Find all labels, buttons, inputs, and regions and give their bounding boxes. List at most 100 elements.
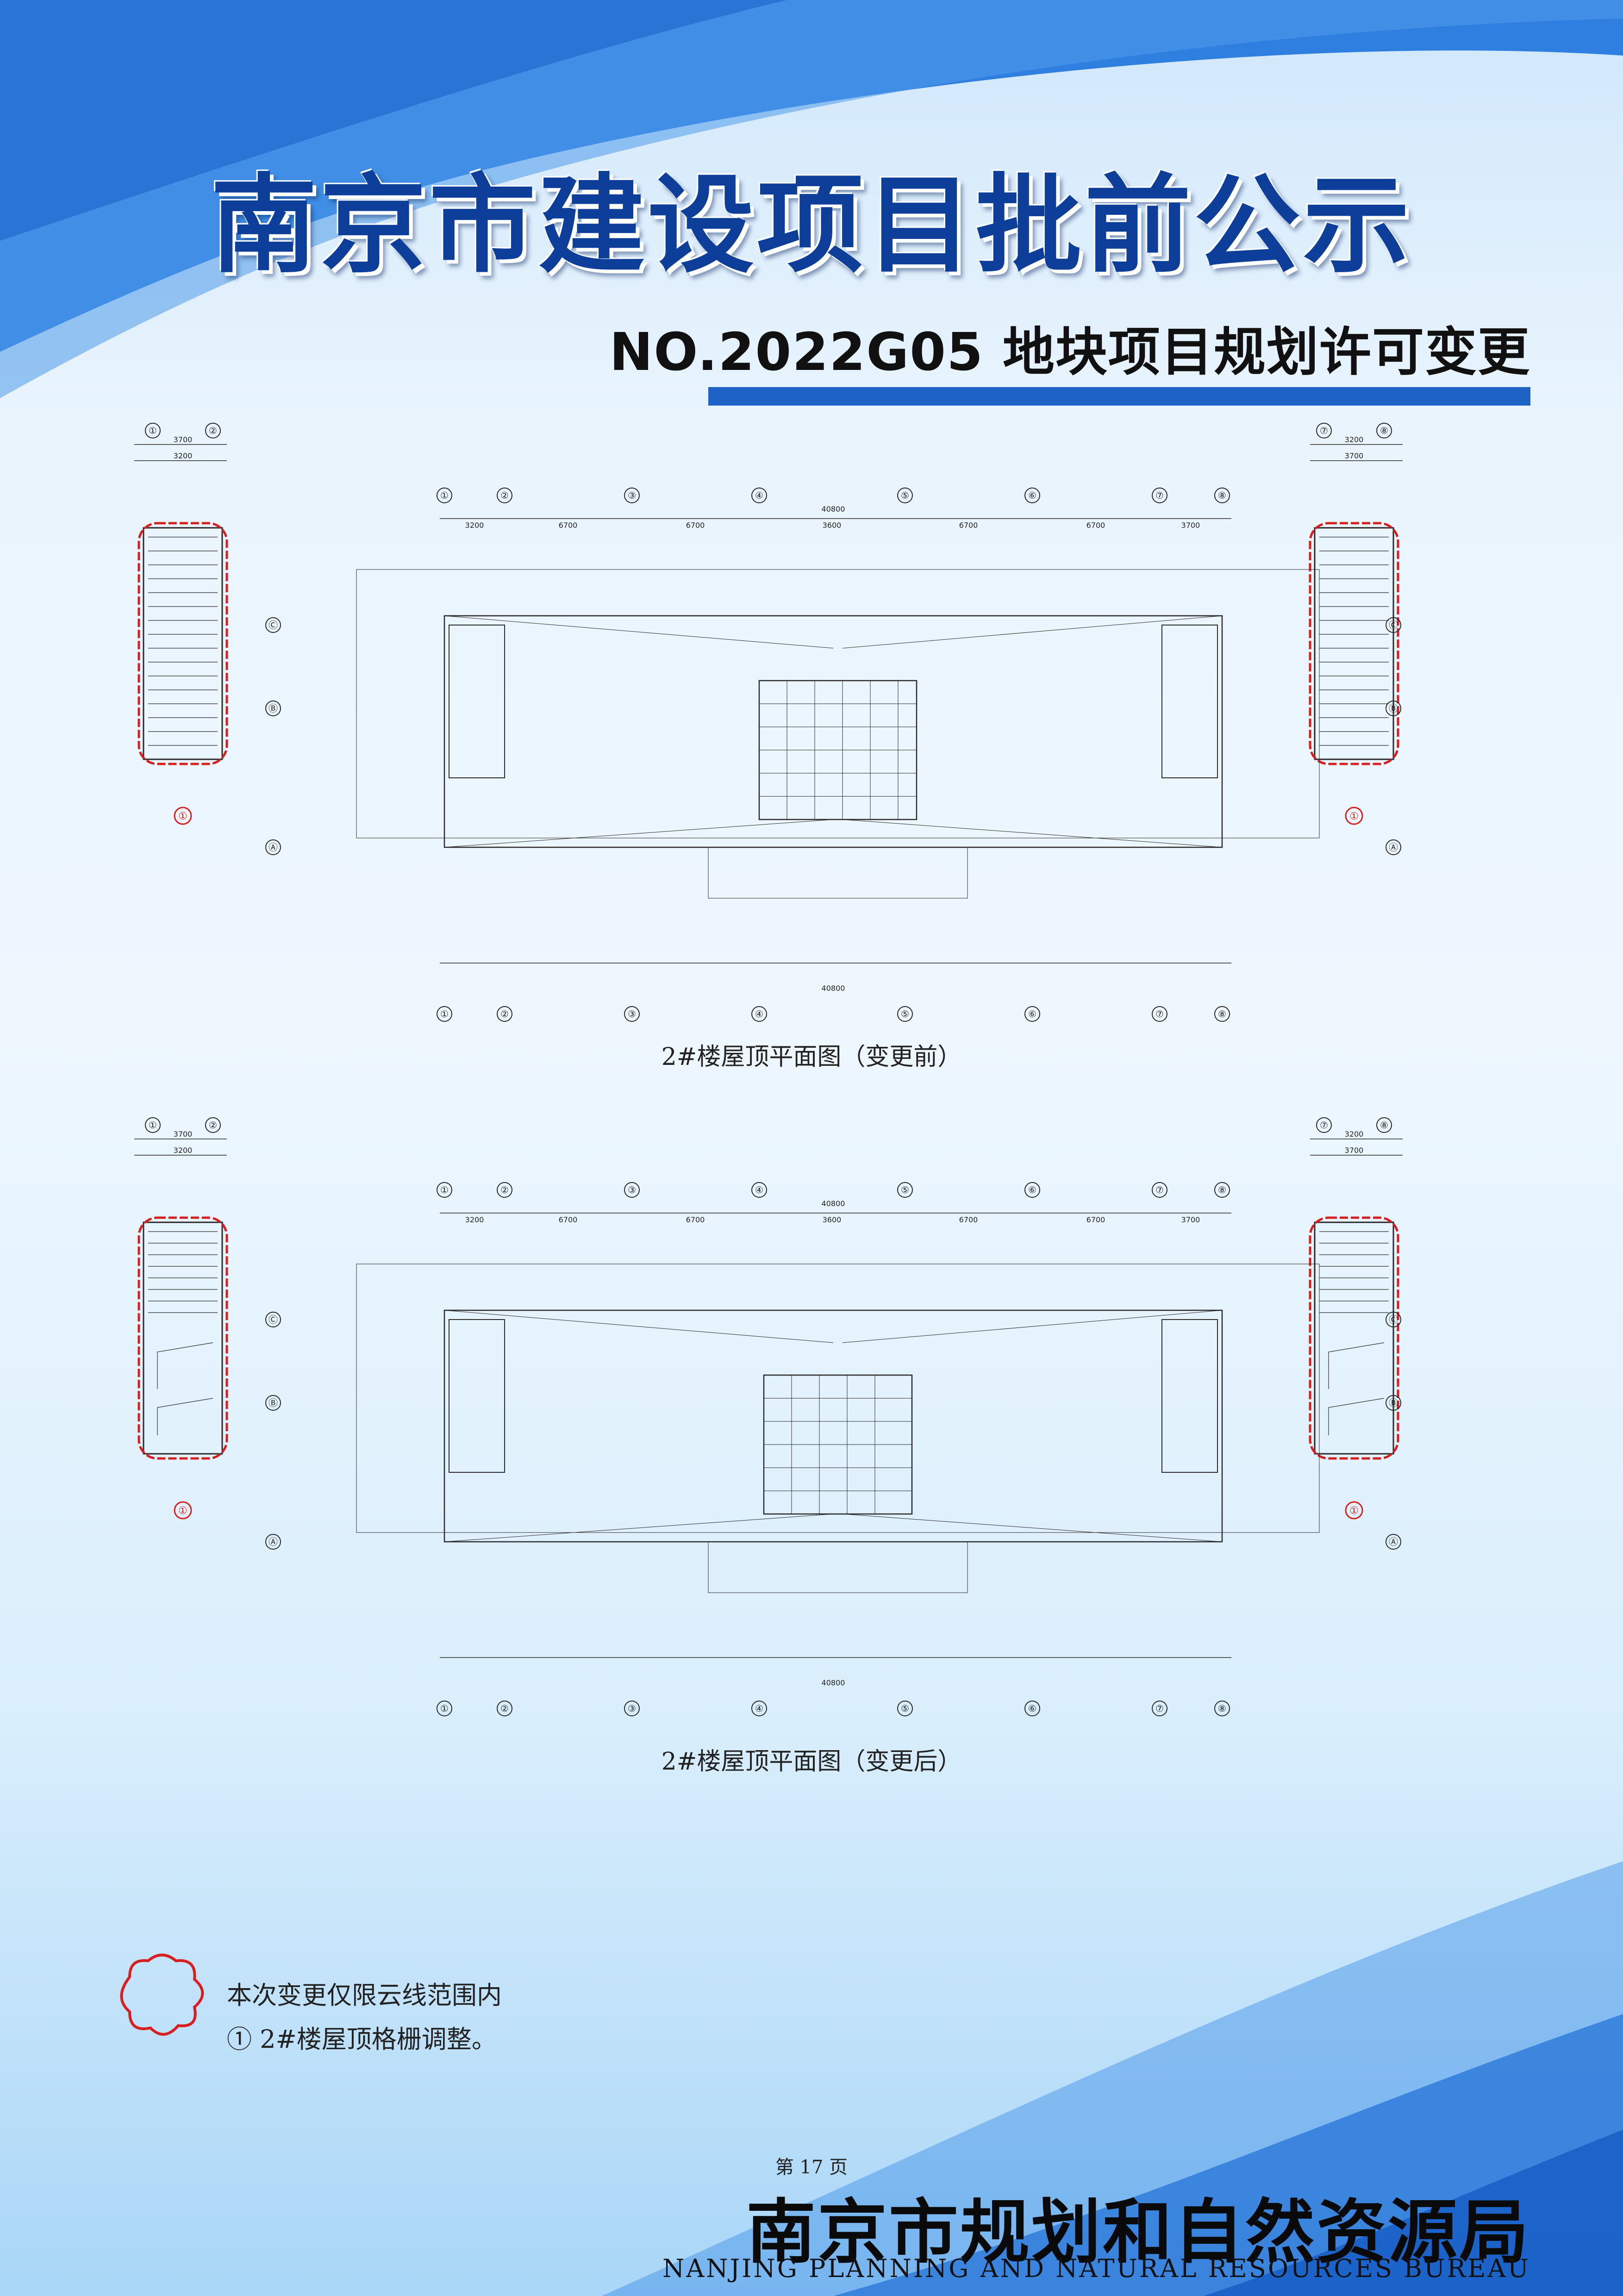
svg-text:①: ① xyxy=(440,1703,449,1714)
svg-text:④: ④ xyxy=(755,1184,763,1195)
svg-text:3700: 3700 xyxy=(174,435,193,444)
main-plan xyxy=(356,1213,1320,1658)
svg-text:⑧: ⑧ xyxy=(1380,1120,1388,1131)
svg-text:⑦: ⑦ xyxy=(1155,1008,1164,1020)
svg-text:②: ② xyxy=(500,1184,509,1195)
detail-left: ① ② 3700 3200 ① xyxy=(134,1117,228,1520)
svg-text:3700: 3700 xyxy=(1181,1215,1200,1224)
svg-text:⑤: ⑤ xyxy=(901,1703,909,1714)
svg-text:Ⓑ: Ⓑ xyxy=(1389,1397,1398,1408)
svg-text:④: ④ xyxy=(755,1008,763,1020)
svg-text:③: ③ xyxy=(628,1703,636,1714)
svg-text:①: ① xyxy=(178,1505,187,1517)
svg-text:⑥: ⑥ xyxy=(1028,1184,1036,1195)
svg-text:④: ④ xyxy=(755,1703,763,1714)
svg-text:③: ③ xyxy=(628,490,636,501)
svg-text:⑥: ⑥ xyxy=(1028,1008,1036,1020)
svg-text:3200: 3200 xyxy=(174,1146,193,1155)
svg-text:Ⓑ: Ⓑ xyxy=(1389,703,1398,714)
svg-text:②: ② xyxy=(500,490,509,501)
axis-labels-bottom: ① ② ③ ④ ⑤ ⑥ ⑦ ⑧ 40800 xyxy=(437,984,1230,1022)
axis-labels-side: Ⓒ Ⓑ Ⓐ Ⓒ Ⓑ Ⓐ xyxy=(265,617,1401,855)
axis-labels-bottom: ① ② ③ ④ ⑤ ⑥ ⑦ ⑧ 40800 xyxy=(437,1678,1230,1716)
svg-text:③: ③ xyxy=(628,1008,636,1020)
svg-text:⑤: ⑤ xyxy=(901,1008,909,1020)
drawing-caption-before: 2#楼屋顶平面图（变更前） xyxy=(661,1043,962,1071)
project-subtitle: NO.2022G05 地块项目规划许可变更 xyxy=(609,322,1530,382)
detail-right: ⑦ ⑧ 3200 3700 ① xyxy=(1309,1117,1403,1520)
svg-text:①: ① xyxy=(1349,811,1359,822)
svg-text:①: ① xyxy=(178,811,187,822)
svg-text:6700: 6700 xyxy=(1086,521,1105,530)
svg-text:⑧: ⑧ xyxy=(1218,490,1226,501)
svg-text:6700: 6700 xyxy=(1086,1215,1105,1224)
svg-text:①: ① xyxy=(149,425,157,436)
roof-plan-before: ① ② 3700 3200 ① ⑦ ⑧ 3200 3700 xyxy=(134,423,1403,1022)
bureau-name: 南京市规划和自然资源局 xyxy=(746,2191,1530,2273)
svg-text:Ⓒ: Ⓒ xyxy=(268,619,278,631)
drawing-caption-after: 2#楼屋顶平面图（变更后） xyxy=(661,1748,962,1776)
svg-text:①: ① xyxy=(440,1008,449,1020)
page-number: 第 17 页 xyxy=(775,2157,848,2178)
svg-text:3700: 3700 xyxy=(1181,521,1200,530)
svg-text:④: ④ xyxy=(755,490,763,501)
svg-text:Ⓐ: Ⓐ xyxy=(1389,842,1398,853)
svg-text:40800: 40800 xyxy=(822,505,845,513)
svg-text:①: ① xyxy=(149,1120,157,1131)
svg-text:⑦: ⑦ xyxy=(1155,490,1164,501)
legend-line-1: 本次变更仅限云线范围内 xyxy=(227,1981,502,2010)
svg-text:⑥: ⑥ xyxy=(1028,1703,1036,1714)
svg-text:40800: 40800 xyxy=(822,1678,845,1687)
axis-labels-top: ① ② ③ ④ ⑤ ⑥ ⑦ ⑧ 40800 3200 6700 6700 360… xyxy=(437,488,1230,530)
svg-text:40800: 40800 xyxy=(822,984,845,993)
revision-cloud-icon xyxy=(120,1953,204,2036)
svg-text:⑤: ⑤ xyxy=(901,1184,909,1195)
main-plan xyxy=(356,518,1320,963)
svg-text:6700: 6700 xyxy=(559,1215,578,1224)
svg-text:①: ① xyxy=(1349,1505,1359,1517)
legend-line-2: ① 2#楼屋顶格栅调整。 xyxy=(227,2025,497,2054)
svg-text:②: ② xyxy=(500,1703,509,1714)
detail-right: ⑦ ⑧ 3200 3700 ① xyxy=(1309,423,1403,825)
svg-text:②: ② xyxy=(209,1120,217,1131)
svg-text:③: ③ xyxy=(628,1184,636,1195)
svg-text:3700: 3700 xyxy=(174,1130,193,1139)
svg-text:3200: 3200 xyxy=(1345,435,1364,444)
svg-text:3200: 3200 xyxy=(465,1215,484,1224)
svg-text:3200: 3200 xyxy=(465,521,484,530)
svg-text:①: ① xyxy=(440,490,449,501)
svg-text:Ⓐ: Ⓐ xyxy=(1389,1536,1398,1547)
svg-text:Ⓑ: Ⓑ xyxy=(268,703,278,714)
svg-text:⑧: ⑧ xyxy=(1218,1703,1226,1714)
svg-text:3600: 3600 xyxy=(823,1215,842,1224)
svg-text:⑦: ⑦ xyxy=(1320,1120,1328,1131)
svg-text:3700: 3700 xyxy=(1345,451,1364,460)
svg-text:3200: 3200 xyxy=(1345,1130,1364,1139)
svg-text:6700: 6700 xyxy=(959,1215,978,1224)
bureau-name-en: NANJING PLANNING AND NATURAL RESOURCES B… xyxy=(662,2254,1530,2283)
subtitle-underline xyxy=(708,387,1530,406)
detail-left: ① ② 3700 3200 ① xyxy=(134,423,228,825)
svg-text:⑤: ⑤ xyxy=(901,490,909,501)
svg-text:6700: 6700 xyxy=(559,521,578,530)
roof-plan-after: ① ② 3700 3200 ① ⑦ ⑧ 3200 3700 xyxy=(134,1117,1403,1716)
svg-text:②: ② xyxy=(209,425,217,436)
axis-labels-side: Ⓒ Ⓑ Ⓐ Ⓒ Ⓑ Ⓐ xyxy=(265,1312,1401,1550)
svg-text:⑦: ⑦ xyxy=(1155,1703,1164,1714)
svg-text:⑦: ⑦ xyxy=(1155,1184,1164,1195)
svg-text:①: ① xyxy=(440,1184,449,1195)
svg-text:⑧: ⑧ xyxy=(1218,1184,1226,1195)
svg-text:②: ② xyxy=(500,1008,509,1020)
svg-text:⑦: ⑦ xyxy=(1320,425,1328,436)
svg-text:40800: 40800 xyxy=(822,1199,845,1208)
svg-text:Ⓐ: Ⓐ xyxy=(268,1536,278,1547)
svg-text:⑧: ⑧ xyxy=(1218,1008,1226,1020)
svg-text:Ⓒ: Ⓒ xyxy=(1389,619,1398,631)
svg-text:⑥: ⑥ xyxy=(1028,490,1036,501)
svg-text:6700: 6700 xyxy=(959,521,978,530)
svg-text:Ⓑ: Ⓑ xyxy=(268,1397,278,1408)
svg-text:⑧: ⑧ xyxy=(1380,425,1388,436)
svg-text:6700: 6700 xyxy=(686,521,705,530)
svg-text:Ⓒ: Ⓒ xyxy=(1389,1314,1398,1325)
